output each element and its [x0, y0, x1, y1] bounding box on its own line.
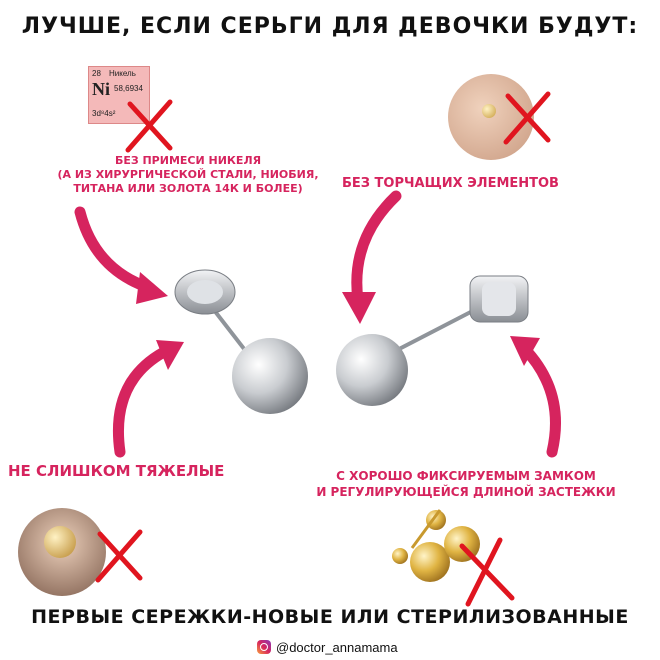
instagram-handle: @doctor_annamama	[276, 640, 398, 655]
label-nickel-line1: БЕЗ ПРИМЕСИ НИКЕЛЯ	[114, 154, 262, 167]
ear-photo-protruding	[448, 74, 534, 160]
arrowhead-nickel	[136, 272, 168, 304]
label-lock-line2: И РЕГУЛИРУЮЩЕЙСЯ ДЛИНОЙ ЗАСТЕЖКИ	[316, 485, 616, 499]
arrowhead-lock	[510, 336, 540, 366]
label-lock-line1: С ХОРОШО ФИКСИРУЕМЫМ ЗАМКОМ	[336, 469, 596, 483]
element-symbol: Ni	[92, 79, 110, 99]
label-nickel-line2: (А ИЗ ХИРУРГИЧЕСКОЙ СТАЛИ, НИОБИЯ,	[57, 168, 319, 181]
element-mass: 58,6934	[114, 84, 143, 93]
large-gold-earring-image	[44, 526, 76, 558]
element-number: 28	[92, 69, 101, 78]
footer-title: ПЕРВЫЕ СЕРЕЖКИ-НОВЫЕ ИЛИ СТЕРИЛИЗОВАННЫЕ	[31, 606, 629, 628]
arrow-lock	[518, 342, 561, 458]
gold-earrings-image	[392, 509, 480, 582]
cross-icon-nickel	[125, 99, 173, 153]
label-lock: С ХОРОШО ФИКСИРУЕМЫМ ЗАМКОМ И РЕГУЛИРУЮЩ…	[296, 468, 636, 500]
label-not-heavy: НЕ СЛИШКОМ ТЯЖЕЛЫЕ	[8, 462, 225, 480]
element-config: 3d⁸4s²	[92, 109, 116, 118]
element-name: Никель	[109, 69, 136, 78]
label-nickel-line3: ТИТАНА ИЛИ ЗОЛОТА 14К И БОЛЕЕ)	[73, 182, 303, 195]
label-nickel: БЕЗ ПРИМЕСИ НИКЕЛЯ (А ИЗ ХИРУРГИЧЕСКОЙ С…	[28, 154, 348, 196]
arrowhead-protruding	[342, 292, 376, 324]
label-no-protruding: БЕЗ ТОРЧАЩИХ ЭЛЕМЕНТОВ	[342, 176, 559, 191]
arrow-heavy	[112, 346, 170, 458]
cross-icon-heavy	[95, 529, 143, 583]
arrow-protruding	[351, 190, 402, 306]
left-earring-image	[174, 269, 308, 414]
right-earring-image	[336, 275, 529, 406]
page-title: ЛУЧШЕ, ЕСЛИ СЕРЬГИ ДЛЯ ДЕВОЧКИ БУДУТ:	[21, 14, 639, 39]
gold-stud-image	[482, 104, 496, 118]
instagram-icon	[257, 640, 271, 654]
ear-photo-heavy	[18, 508, 106, 596]
arrowhead-heavy	[156, 340, 184, 370]
cross-icon-protruding	[503, 91, 551, 145]
cross-icon-gold	[459, 537, 515, 607]
